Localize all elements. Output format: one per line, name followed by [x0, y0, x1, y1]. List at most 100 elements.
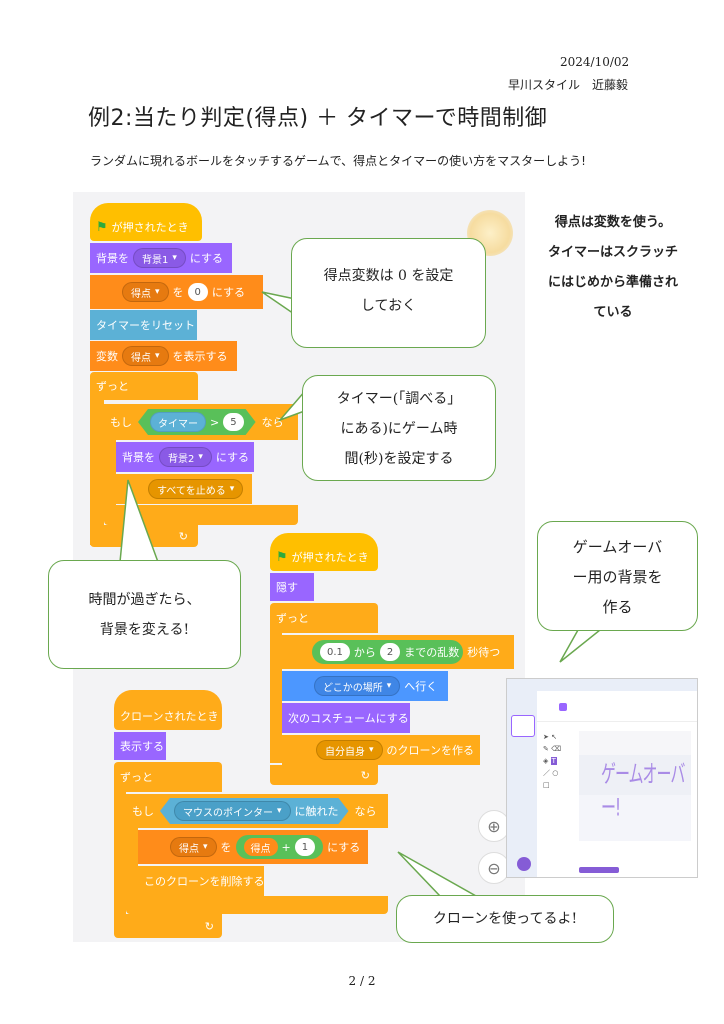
- green-flag-icon: ⚑: [96, 219, 108, 235]
- hide-block[interactable]: 隠す: [270, 573, 314, 601]
- fill-tool-icon[interactable]: ◈ T: [543, 757, 557, 765]
- page-title: 例2:当たり判定(得点) ＋ タイマーで時間制御: [88, 106, 548, 131]
- add-backdrop-icon[interactable]: [517, 857, 531, 871]
- wait-random-block[interactable]: 0.1 から 2 までの乱数 秒待つ: [282, 635, 514, 669]
- next-costume-block[interactable]: 次のコスチュームにする: [282, 703, 410, 733]
- score-reporter[interactable]: 得点: [243, 838, 278, 856]
- side-note-line: にはじめから準備され: [547, 275, 678, 290]
- block-label: ずっと: [120, 771, 153, 784]
- bubble-line: クローンを使ってるよ!: [432, 911, 578, 927]
- if-block-bottom: [104, 505, 298, 525]
- paint-canvas[interactable]: ゲームオーバー!: [579, 731, 691, 841]
- bubble-score-variable: 得点変数は 0 を設定 しておく: [291, 238, 486, 348]
- operator-symbol: >: [210, 415, 220, 429]
- block-label: を: [172, 286, 184, 299]
- block-label: へ行く: [404, 680, 438, 693]
- backdrop-dropdown[interactable]: 背景2: [159, 447, 212, 467]
- editor-tools: ➤ ↖ ✎ ⌫ ◈ T ／ ○ □: [543, 731, 573, 789]
- text-tool-icon[interactable]: T: [550, 757, 557, 765]
- block-label: ずっと: [96, 380, 129, 393]
- brush-tool-icon[interactable]: ✎ ⌫: [543, 745, 561, 753]
- variable-dropdown[interactable]: 得点: [170, 837, 217, 857]
- add-operator[interactable]: 得点 + 1: [235, 835, 324, 859]
- editor-tab-bar: [507, 679, 697, 691]
- hat-label: クローンされたとき: [120, 710, 219, 723]
- bubble-time-passed: 時間が過ぎたら、 背景を変える!: [48, 560, 241, 669]
- if-block-arm: [104, 440, 116, 506]
- side-note: 得点は変数を使う。 タイマーはスクラッチ にはじめから準備され ている: [528, 208, 698, 328]
- bubble-line: 間(秒)を設定する: [344, 451, 454, 467]
- block-label: ずっと: [276, 612, 309, 625]
- when-flag-clicked-block[interactable]: ⚑ が押されたとき: [270, 533, 378, 571]
- document-date: 2024/10/02: [560, 55, 630, 69]
- if-block-bottom: [126, 896, 388, 914]
- reset-timer-block[interactable]: タイマーをリセット: [90, 310, 197, 340]
- bubble-line: タイマー(「調べる」: [336, 391, 462, 407]
- greater-than-operator[interactable]: タイマー > 5: [138, 409, 256, 435]
- value-input[interactable]: 1: [294, 838, 316, 856]
- block-label: 変数: [96, 350, 118, 363]
- backdrop-thumbnail[interactable]: [511, 715, 535, 737]
- zoom-out-icon[interactable]: ⊖: [478, 852, 510, 884]
- fill-color-icon[interactable]: [559, 703, 567, 711]
- stop-dropdown[interactable]: すべてを止める: [148, 479, 244, 499]
- random-operator[interactable]: 0.1 から 2 までの乱数: [312, 640, 464, 664]
- forever-block[interactable]: ずっと: [270, 603, 378, 633]
- block-label: にする: [215, 451, 250, 464]
- green-flag-icon: ⚑: [276, 549, 288, 565]
- stop-all-block[interactable]: すべてを止める: [116, 474, 252, 504]
- position-dropdown[interactable]: どこかの場所: [314, 676, 401, 696]
- touch-target-dropdown[interactable]: マウスのポインター: [174, 801, 291, 821]
- set-variable-block[interactable]: 得点 を 0 にする: [90, 275, 263, 309]
- clone-target-dropdown[interactable]: 自分自身: [316, 740, 383, 760]
- bitmap-convert-button[interactable]: [579, 867, 619, 873]
- game-over-text: ゲームオーバー!: [601, 759, 685, 822]
- forever-block[interactable]: ずっと: [114, 762, 222, 792]
- block-label: にする: [189, 252, 224, 265]
- block-label: 背景を: [96, 252, 129, 265]
- operator-symbol: +: [281, 840, 291, 854]
- forever-block[interactable]: ずっと: [90, 372, 198, 400]
- select-tool-icon[interactable]: ➤ ↖: [543, 733, 557, 741]
- variable-dropdown[interactable]: 得点: [122, 346, 169, 366]
- block-label: このクローンを削除する: [144, 875, 265, 888]
- set-variable-block[interactable]: 得点 を 得点 + 1 にする: [138, 830, 368, 864]
- when-cloned-block[interactable]: クローンされたとき: [114, 690, 222, 730]
- if-block[interactable]: もし タイマー > 5 なら: [104, 404, 298, 440]
- editor-toolbar: [537, 691, 697, 722]
- bubble-line: 作る: [602, 598, 633, 616]
- side-note-line: ている: [593, 305, 633, 320]
- if-block-arm: [126, 828, 138, 900]
- block-label: に触れた: [294, 805, 339, 818]
- value-input[interactable]: 0.1: [320, 643, 350, 661]
- value-input[interactable]: 0: [187, 283, 208, 301]
- bubble-line: 時間が過ぎたら、: [88, 592, 201, 608]
- value-input[interactable]: 5: [223, 413, 243, 431]
- timer-reporter[interactable]: タイマー: [150, 412, 206, 432]
- bubble-game-over: ゲームオーバ ー用の背景を 作る: [537, 521, 698, 631]
- block-label: もし: [132, 805, 154, 818]
- block-label: 隠す: [276, 581, 298, 594]
- rect-tool-icon[interactable]: □: [543, 781, 550, 789]
- value-input[interactable]: 2: [379, 643, 401, 661]
- block-label: 表示する: [120, 740, 164, 753]
- show-block[interactable]: 表示する: [114, 732, 166, 760]
- go-to-block[interactable]: どこかの場所 へ行く: [282, 671, 448, 701]
- line-tool-icon[interactable]: ／ ○: [543, 769, 559, 777]
- touching-sensor[interactable]: マウスのポインター に触れた: [160, 798, 349, 824]
- canvas-top-band: [579, 731, 691, 755]
- block-label: なら: [261, 416, 284, 429]
- block-label: 秒待つ: [467, 646, 501, 659]
- switch-backdrop-block[interactable]: 背景を 背景1 にする: [90, 243, 232, 273]
- backdrop-dropdown[interactable]: 背景1: [133, 248, 186, 268]
- bubble-line: ー用の背景を: [572, 568, 663, 586]
- when-flag-clicked-block[interactable]: ⚑ が押されたとき: [90, 203, 202, 241]
- delete-clone-block[interactable]: このクローンを削除する: [138, 866, 264, 896]
- block-label: を: [220, 841, 232, 854]
- switch-backdrop-block[interactable]: 背景を 背景2 にする: [116, 442, 254, 472]
- loop-arrow-icon: ↻: [270, 765, 378, 785]
- if-block[interactable]: もし マウスのポインター に触れた なら: [126, 794, 388, 828]
- show-variable-block[interactable]: 変数 得点 を表示する: [90, 341, 237, 371]
- variable-dropdown[interactable]: 得点: [122, 282, 169, 302]
- create-clone-block[interactable]: 自分自身 のクローンを作る: [282, 735, 480, 765]
